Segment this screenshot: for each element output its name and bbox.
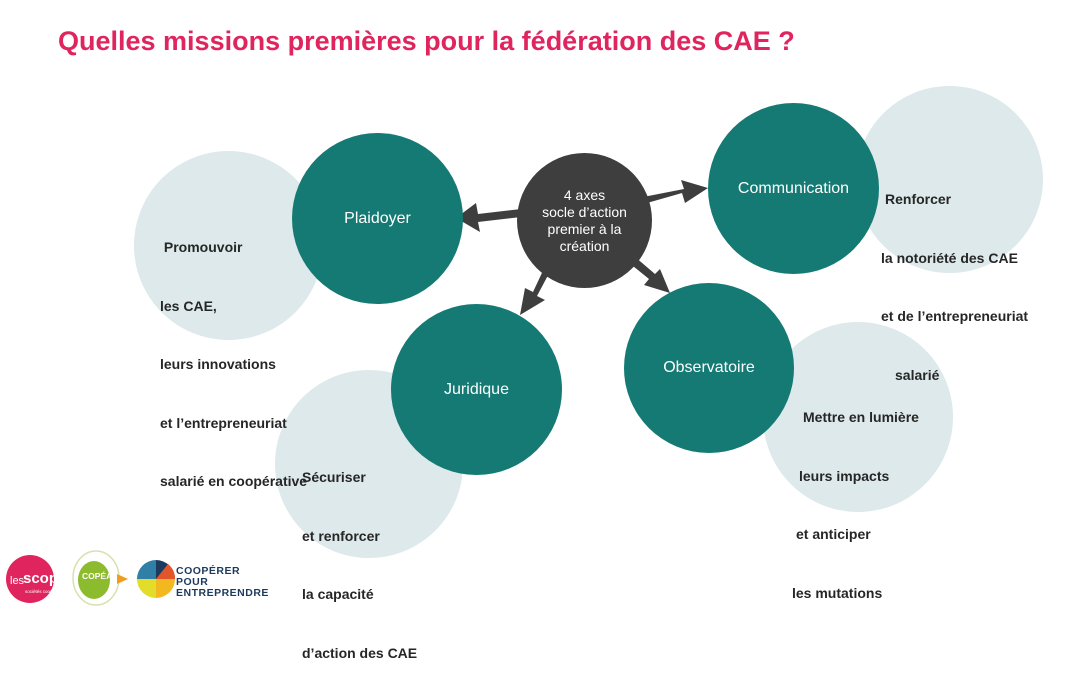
center-line: premier à la — [547, 220, 622, 237]
description-line: Promouvoir — [160, 239, 243, 255]
description-line: d’action des CAE — [302, 644, 418, 661]
description-line: et l’entrepreneuriat — [160, 414, 287, 431]
scop-prefix-text: les — [10, 575, 25, 587]
center-hub-circle: 4 axes socle d’action premier à la créat… — [517, 153, 652, 288]
center-line: 4 axes — [563, 186, 606, 203]
brand-line: ENTREPRENDRE — [176, 587, 269, 599]
partner-logos: les scop sociétés coopératives COPÉA — [6, 550, 176, 606]
arrow-to-plaidoyer — [456, 203, 530, 232]
brand-line: COOPÉRER — [176, 565, 241, 577]
scop-sub-text: sociétés coopératives — [25, 589, 69, 594]
description-line: Renforcer — [885, 191, 952, 207]
brand-line: POUR — [176, 576, 209, 588]
observatoire-bg-circle — [763, 322, 953, 512]
description-line: Sécuriser — [302, 469, 366, 485]
communication-bg-circle — [856, 86, 1043, 273]
description-line: Mettre en lumière — [803, 409, 919, 425]
scop-main-text: scop — [23, 570, 58, 587]
copea-logo: COPÉA — [72, 550, 128, 606]
description-line: les mutations — [792, 584, 883, 601]
description-line: et renforcer — [302, 527, 380, 544]
plaidoyer-description: Promouvoir les CAE, leurs innovations et… — [160, 199, 307, 511]
page-title: Quelles missions premières pour la fédér… — [58, 26, 795, 56]
arrow-to-communication — [638, 180, 708, 205]
description-line: la capacité — [302, 586, 374, 602]
copea-text: COPÉA — [82, 571, 112, 581]
axis-juridique-circle: Juridique — [391, 304, 562, 475]
axis-plaidoyer-label: Plaidoyer — [344, 209, 411, 227]
cooperer-brand-text: COOPÉRER POUR ENTREPRENDRE — [176, 566, 269, 599]
description-line: et de l’entrepreneuriat — [881, 308, 1029, 324]
plaidoyer-bg-circle — [134, 151, 323, 340]
axis-juridique-label: Juridique — [444, 380, 509, 398]
axis-communication-circle: Communication — [708, 103, 879, 274]
description-line: leurs innovations — [160, 356, 276, 372]
les-scop-logo: les scop sociétés coopératives — [6, 555, 69, 603]
observatoire-description: Mettre en lumière leurs impacts et antic… — [792, 369, 919, 623]
juridique-description: Sécuriser et renforcer la capacité d’act… — [302, 429, 417, 683]
center-hub-text: 4 axes socle d’action premier à la créat… — [542, 187, 627, 255]
axis-plaidoyer-circle: Plaidoyer — [292, 133, 463, 304]
center-line: création — [559, 237, 610, 254]
cooperer-pie-icon — [137, 560, 176, 598]
axis-observatoire-circle: Observatoire — [624, 283, 794, 453]
description-line: et anticiper — [796, 526, 871, 542]
description-line: la notoriété des CAE — [881, 249, 1018, 266]
description-line: les CAE, — [160, 297, 217, 314]
description-line: salarié — [895, 366, 940, 383]
arrow-to-observatoire — [628, 256, 670, 293]
communication-description: Renforcer la notoriété des CAE et de l’e… — [881, 151, 1028, 405]
center-line: socle d’action — [542, 203, 627, 220]
axis-communication-label: Communication — [737, 179, 850, 197]
description-line: leurs impacts — [799, 467, 890, 484]
axis-observatoire-label: Observatoire — [663, 359, 755, 376]
description-line: salarié en coopérative — [160, 473, 308, 489]
